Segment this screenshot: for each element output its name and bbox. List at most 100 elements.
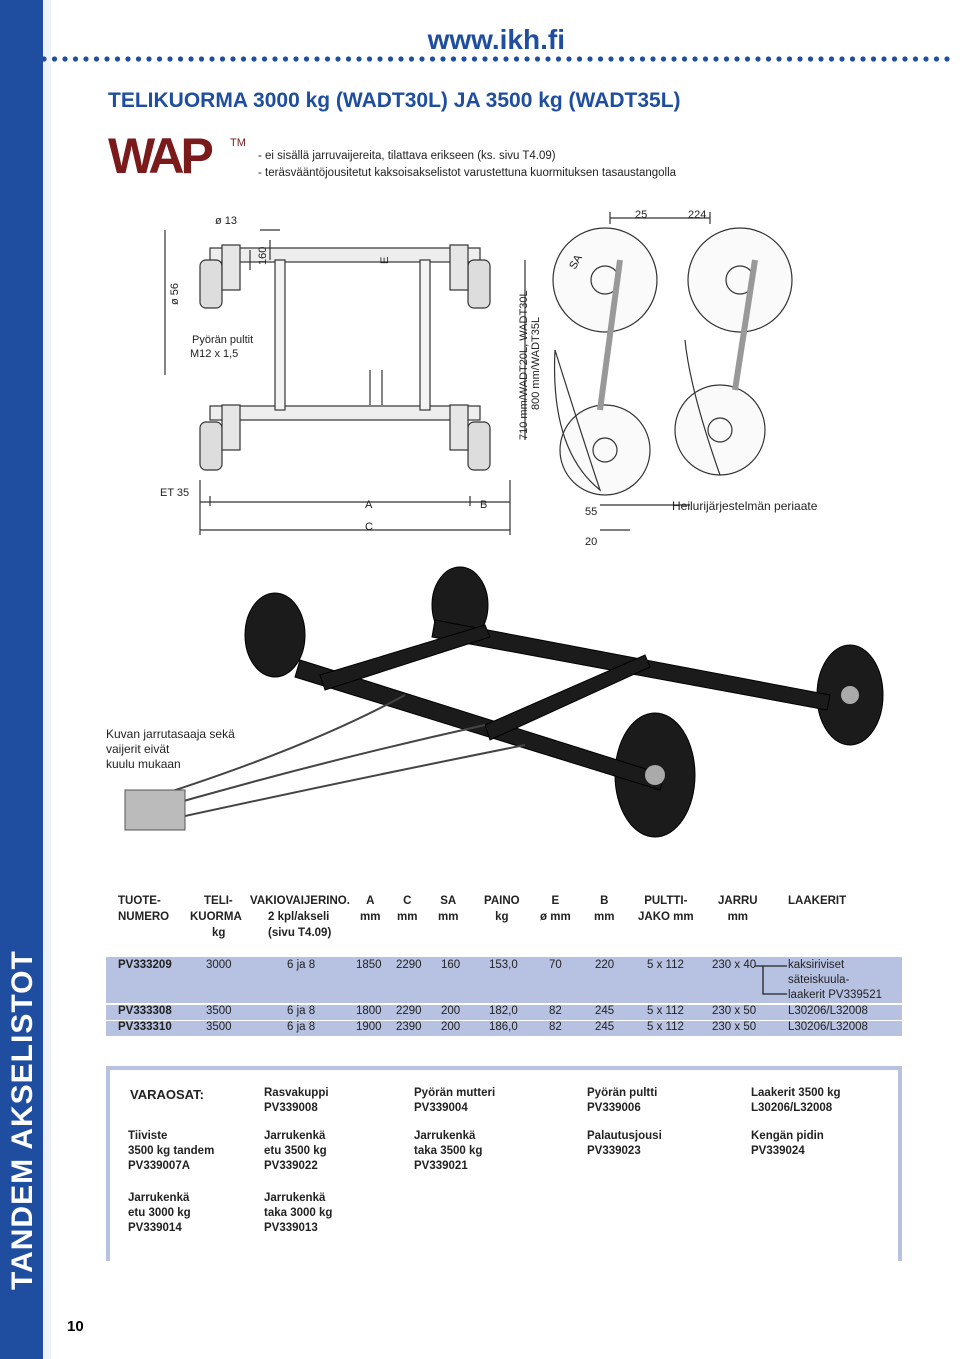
row-weight: 186,0 — [489, 1021, 518, 1033]
row-sa: 200 — [441, 1021, 461, 1033]
row-cable: 6 ja 8 — [287, 1021, 316, 1033]
page-title: TELIKUORMA 3000 kg (WADT30L) JA 3500 kg … — [108, 89, 681, 112]
row-kg: 3500 — [206, 1021, 232, 1033]
page-number: 10 — [67, 1318, 84, 1335]
bracket-connector — [755, 965, 787, 995]
feature-item: - teräsvääntöjousitetut kaksoisakselisto… — [258, 167, 677, 179]
photo-caption: Kuvan jarrutasaaja sekä vaijerit eivät k… — [106, 727, 235, 772]
site-url[interactable]: www.ikh.fi — [427, 24, 565, 55]
dim-b: B — [480, 499, 487, 511]
dotted-rule — [41, 56, 950, 62]
dim-et: ET 35 — [160, 487, 189, 499]
row-code: PV333310 — [118, 1021, 172, 1033]
row-e: 82 — [549, 1021, 562, 1033]
row-a: 1800 — [356, 1005, 382, 1017]
row-bearing: säteiskuula- — [788, 974, 850, 986]
table-row — [106, 1021, 902, 1036]
feature-item: - ei sisällä jarruvaijereita, tilattava … — [258, 150, 556, 162]
dim-20: 20 — [585, 536, 597, 548]
dim-d13: ø 13 — [215, 215, 237, 227]
axle-technical-drawing: ø 13 ø 56 160 E Pyörän pultit M12 x 1,5 … — [160, 209, 818, 548]
th-bearing: LAAKERIT — [788, 895, 847, 907]
row-b: 220 — [595, 959, 615, 971]
dim-c: C — [365, 521, 373, 533]
row-c: 2390 — [396, 1021, 422, 1033]
row-a: 1900 — [356, 1021, 382, 1033]
row-bearing: L30206/L32008 — [788, 1021, 868, 1033]
row-a: 1850 — [356, 959, 382, 971]
table-row — [106, 1005, 902, 1020]
length-label-1: 710 mm/WADT20L, WADT30L — [518, 290, 530, 440]
row-brake: 230 x 50 — [712, 1005, 757, 1017]
caption-line: vaijerit eivät — [106, 742, 170, 756]
dim-224: 224 — [688, 209, 706, 221]
row-cable: 6 ja 8 — [287, 959, 316, 971]
dim-a: A — [365, 499, 373, 511]
row-bearing: L30206/L32008 — [788, 1005, 868, 1017]
principle-label: Heilurijärjestelmän periaate — [672, 499, 818, 513]
bolts-label: Pyörän pultit — [192, 334, 253, 346]
logo-tm: TM — [230, 137, 246, 149]
th-product: TUOTE-NUMERO — [118, 895, 170, 923]
row-brake: 230 x 50 — [712, 1021, 757, 1033]
caption-line: Kuvan jarrutasaaja sekä — [106, 727, 235, 741]
row-bolt: 5 x 112 — [647, 1021, 684, 1033]
dim-160: 160 — [257, 247, 269, 265]
th-cable: VAKIOVAIJERINO.2 kpl/akseli(sivu T4.09) — [250, 895, 350, 939]
row-b: 245 — [595, 1005, 615, 1017]
row-cable: 6 ja 8 — [287, 1005, 316, 1017]
feature-list: - ei sisällä jarruvaijereita, tilattava … — [258, 148, 676, 182]
spare-parts-box — [106, 1066, 902, 1261]
caption-line: kuulu mukaan — [106, 757, 181, 771]
row-code: PV333308 — [118, 1005, 172, 1017]
row-kg: 3000 — [206, 959, 232, 971]
table-row — [106, 957, 902, 1003]
row-e: 70 — [549, 959, 562, 971]
row-e: 82 — [549, 1005, 562, 1017]
dim-25: 25 — [635, 209, 647, 221]
dim-e: E — [379, 257, 391, 264]
row-bolt: 5 x 112 — [647, 1005, 684, 1017]
spares-label: VARAOSAT: — [130, 1087, 204, 1102]
row-sa: 160 — [441, 959, 461, 971]
dim-55: 55 — [585, 506, 597, 518]
length-label-2: 800 mm/WADT35L — [530, 317, 542, 410]
row-bearing: laakerit PV339521 — [788, 989, 882, 1001]
side-strip — [43, 0, 51, 1359]
row-kg: 3500 — [206, 1005, 232, 1017]
logo-text: WAP — [108, 132, 213, 180]
bolts-size: M12 x 1,5 — [190, 348, 238, 360]
section-title-vertical: TANDEM AKSELISTOT — [6, 950, 39, 1290]
row-bolt: 5 x 112 — [647, 959, 684, 971]
row-brake: 230 x 40 — [712, 959, 757, 971]
dim-d56: ø 56 — [169, 283, 181, 305]
axle-photo — [124, 566, 884, 838]
row-weight: 182,0 — [489, 1005, 518, 1017]
row-c: 2290 — [396, 1005, 422, 1017]
row-b: 245 — [595, 1021, 615, 1033]
side-band — [0, 0, 43, 1359]
row-code: PV333209 — [118, 959, 172, 971]
row-sa: 200 — [441, 1005, 461, 1017]
row-bearing: kaksiriviset — [788, 959, 845, 971]
th-bolt: PULTTI-JAKO mm — [638, 895, 694, 923]
